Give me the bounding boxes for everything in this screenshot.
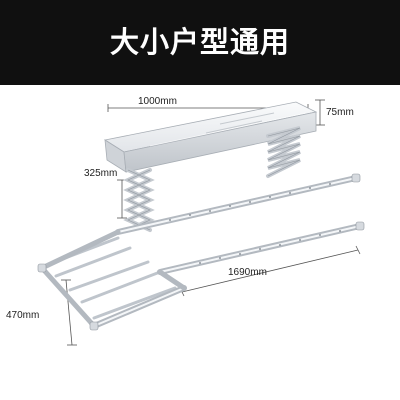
main-rails — [39, 175, 363, 329]
scissor-arm-right-outline — [267, 127, 301, 177]
drying-rack-illustration — [37, 99, 365, 346]
scissor-arm-left-outline — [127, 169, 151, 231]
dimension-length: 1690mm — [228, 267, 267, 278]
dimension-drop: 325mm — [84, 168, 118, 179]
dimension-width: 1000mm — [138, 96, 177, 107]
front-rails — [42, 236, 177, 320]
scissor-arm-left — [123, 168, 155, 232]
dimension-depth: 470mm — [6, 310, 40, 321]
banner-title: 大小户型通用 — [109, 25, 290, 59]
motor-housing — [103, 101, 318, 173]
rail-end-caps — [37, 173, 365, 331]
title-banner — [0, 0, 400, 85]
rail-holes — [169, 183, 341, 264]
dimension-height: 75mm — [326, 107, 354, 118]
